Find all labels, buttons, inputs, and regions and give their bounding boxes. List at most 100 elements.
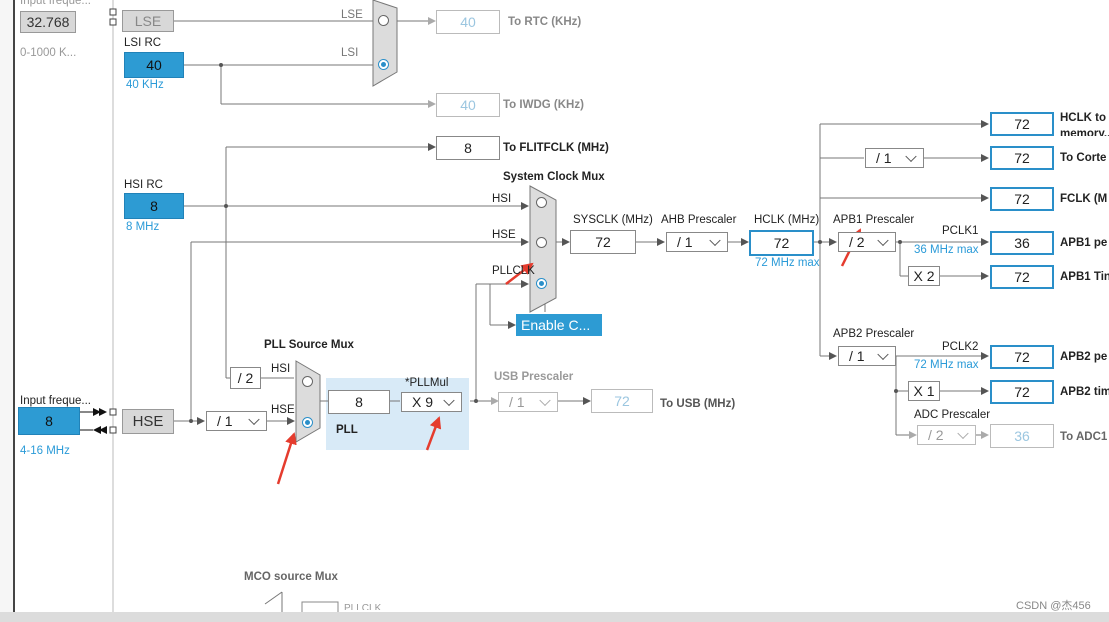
chevron-down-icon [905,150,917,163]
hse-input-freq-label: Input freque... [20,395,91,407]
usb-prescaler-select[interactable]: / 1 [498,392,558,412]
lse-input-freq-label: Input freque... [20,0,91,7]
hsi-div2-block: / 2 [230,367,261,389]
apb1-peripheral-label: APB1 pe [1060,237,1108,249]
apb2-prescaler-select[interactable]: / 1 [838,346,896,366]
adc-output-field[interactable]: 36 [990,424,1054,448]
hse-oscillator: HSE [122,409,174,434]
lsi-freq-label: 40 KHz [126,79,164,91]
rtc-mux-lse-radio[interactable] [378,15,389,26]
adc-output-label: To ADC1 [1060,431,1108,443]
enable-css-button[interactable]: Enable C... [516,314,602,336]
adc-prescaler-value: / 2 [928,427,944,443]
apb2-peripheral-label: APB2 pe [1060,351,1108,363]
apb1-prescaler-select[interactable]: / 2 [838,232,896,252]
hsi-freq-label: 8 MHz [126,221,160,233]
rtc-output-field[interactable]: 40 [436,10,500,34]
pll-source-mux-title: PLL Source Mux [264,339,354,351]
cortex-timer-label: To Corte [1060,152,1107,164]
hclk-to-memory-field[interactable]: 72 [990,112,1054,136]
iwdg-output-field[interactable]: 40 [436,93,500,117]
chevron-down-icon [443,394,455,407]
hsi-rc-title: HSI RC [124,179,163,191]
hclk-to-memory-label-2: memory... [1060,128,1109,136]
flitfclk-output-label: To FLITFCLK (MHz) [503,142,609,154]
hclk-to-memory-label: HCLK to [1060,112,1106,124]
pllmux-hse-radio[interactable] [302,417,313,428]
chevron-down-icon [957,427,969,440]
ahb-prescaler-value: / 1 [677,234,693,250]
pll-label: PLL [336,424,358,436]
lsi-rc-value: 40 [124,52,184,78]
lse-input-freq-field[interactable]: 32.768 [20,11,76,33]
usb-output-label: To USB (MHz) [660,398,736,410]
pllmul-value: X 9 [412,394,434,410]
cortex-timer-prescaler-value: / 1 [876,150,892,166]
mco-pllclk-label: PLLCLK [344,603,382,610]
sysmux-hse-label: HSE [492,229,516,241]
sysmux-hse-radio[interactable] [536,237,547,248]
usb-prescaler-label: USB Prescaler [494,371,574,383]
usb-output-field[interactable]: 72 [591,389,653,413]
apb1-timer-field[interactable]: 72 [990,265,1054,289]
pclk1-max-label: 36 MHz max [914,244,979,256]
apb2-timer-label: APB2 tim [1060,386,1109,398]
apb2-peripheral-field[interactable]: 72 [990,345,1054,369]
lse-oscillator: LSE [122,10,174,32]
pllmul-select[interactable]: X 9 [401,392,462,412]
hclk-field[interactable]: 72 [749,230,814,256]
lsi-mux-label: LSI [341,47,359,59]
watermark: CSDN @杰456 [1016,600,1091,612]
sysmux-hsi-radio[interactable] [536,197,547,208]
iwdg-output-label: To IWDG (KHz) [503,99,584,111]
apb1-peripheral-field[interactable]: 36 [990,231,1054,255]
hse-prediv-value: / 1 [217,413,233,429]
pll-input-field[interactable]: 8 [328,390,390,414]
pclk2-max-label: 72 MHz max [914,359,979,371]
system-clock-mux-title: System Clock Mux [503,171,605,183]
cortex-timer-prescaler-select[interactable]: / 1 [865,148,924,168]
adc-prescaler-select[interactable]: / 2 [917,425,976,445]
rtc-mux-lsi-radio[interactable] [378,59,389,70]
mco-source-mux-title: MCO source Mux [244,571,338,583]
fclk-label: FCLK (M [1060,193,1108,205]
sysmux-hsi-label: HSI [492,193,512,205]
ahb-prescaler-label: AHB Prescaler [661,214,737,226]
lse-mux-label: LSE [341,9,363,21]
pllmul-label: *PLLMul [405,377,449,389]
hse-input-freq-field[interactable]: 8 [18,407,80,435]
apb2-prescaler-value: / 1 [849,348,865,364]
apb2-prescaler-label: APB2 Prescaler [833,328,915,340]
apb2-timer-multiplier: X 1 [908,381,940,401]
sysclk-label: SYSCLK (MHz) [573,214,653,226]
chevron-down-icon [539,394,551,407]
rtc-output-label: To RTC (KHz) [508,16,582,28]
apb1-prescaler-value: / 2 [849,234,865,250]
hclk-max-label: 72 MHz max [755,257,820,269]
hse-prediv-select[interactable]: / 1 [206,411,267,431]
ahb-prescaler-select[interactable]: / 1 [666,232,728,252]
fclk-field[interactable]: 72 [990,187,1054,211]
chevron-down-icon [248,413,260,426]
pllmux-hsi-label: HSI [271,363,291,375]
pclk2-label: PCLK2 [942,341,979,353]
sysmux-pllclk-label: PLLCLK [492,265,535,277]
apb1-prescaler-label: APB1 Prescaler [833,214,915,226]
hsi-rc-value: 8 [124,193,184,219]
bottom-scrollbar-area [0,612,1109,622]
flitfclk-output-field[interactable]: 8 [436,136,500,160]
hse-input-range-label: 4-16 MHz [20,445,70,457]
apb2-timer-field[interactable]: 72 [990,380,1054,404]
sysclk-field[interactable]: 72 [570,230,636,254]
chevron-down-icon [877,234,889,247]
sysmux-pllclk-radio[interactable] [536,278,547,289]
cortex-timer-field[interactable]: 72 [990,146,1054,170]
lse-input-range-label: 0-1000 K... [20,47,77,59]
chevron-down-icon [709,234,721,247]
apb1-timer-label: APB1 Tin [1060,271,1109,283]
pllmux-hsi-radio[interactable] [302,376,313,387]
apb1-timer-multiplier: X 2 [908,266,940,286]
pllmux-hse-label: HSE [271,404,295,416]
